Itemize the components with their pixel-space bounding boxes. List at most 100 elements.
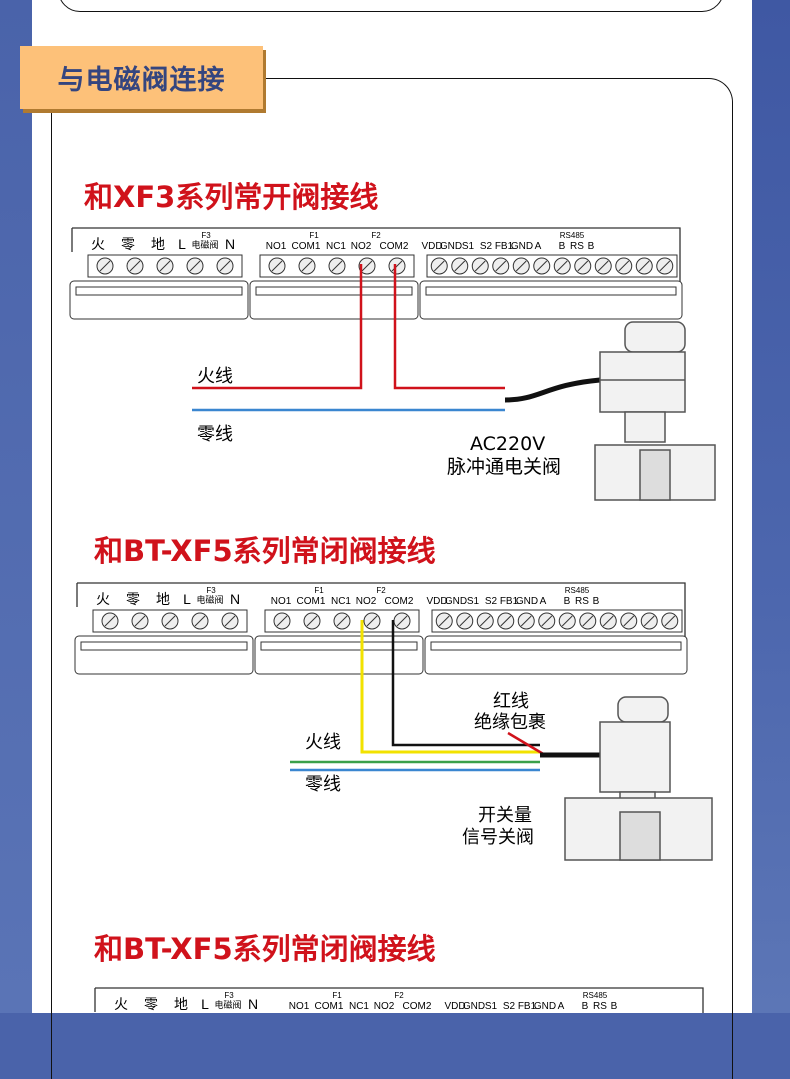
terminal-label: FB1 (495, 241, 514, 252)
group-label-f1: F1 (332, 991, 342, 1000)
valve-cable (504, 377, 601, 403)
screw-slot (433, 260, 445, 272)
terminal-label: VDD (444, 1001, 465, 1012)
screw-slot (194, 615, 206, 627)
pulse-valve-drawing (594, 321, 716, 501)
terminal-label: N (225, 236, 235, 252)
terminal-label: COM1 (292, 241, 321, 252)
group-label-f2: F2 (371, 231, 381, 240)
terminal-label: COM1 (297, 596, 326, 607)
live-wire-yellow (360, 620, 540, 754)
group-label-f2: F2 (376, 586, 386, 595)
terminal-label: B (559, 241, 566, 252)
terminal-label: COM2 (403, 1001, 432, 1012)
diagram2-live-label: 火线 (305, 732, 341, 753)
terminal-block (426, 254, 678, 278)
terminal-label: GND (463, 1001, 485, 1012)
screw-slot (336, 615, 348, 627)
diagram1-live-label: 火线 (197, 366, 233, 387)
terminal-label: NO2 (351, 241, 372, 252)
background-right (752, 0, 790, 1013)
terminal-label: 地 (156, 591, 170, 607)
screw-slot (361, 260, 373, 272)
terminal-label: A (558, 1001, 565, 1012)
red-wire (393, 264, 505, 390)
terminal-label: 火 (91, 236, 105, 252)
screw-slot (561, 615, 573, 627)
screw-slot (219, 260, 231, 272)
terminal-label: S2 (480, 241, 493, 252)
terminal-label: 零 (121, 236, 135, 252)
terminal-label: B (582, 1001, 589, 1012)
terminal-label: FB1 (500, 596, 519, 607)
terminal-label: B (593, 596, 600, 607)
group-label-f3: F3 (206, 586, 216, 595)
terminal-label: 零 (126, 591, 140, 607)
terminal-label: GND (516, 596, 538, 607)
background-left (0, 0, 32, 1013)
screw-slot (459, 615, 471, 627)
terminal-label: NO1 (266, 241, 287, 252)
terminal-label: GND (534, 1001, 556, 1012)
terminal-label: L (178, 236, 186, 252)
terminal-label: B (564, 596, 571, 607)
group-label-f1: F1 (314, 586, 324, 595)
terminal-label: S2 (485, 596, 498, 607)
screw-slot (520, 615, 532, 627)
screw-slot (602, 615, 614, 627)
terminal-label: RS (593, 1001, 607, 1012)
terminal-label: L (183, 591, 191, 607)
terminal-label: NO1 (271, 596, 292, 607)
terminal-label: 电磁阀 (196, 594, 223, 605)
screw-slot (276, 615, 288, 627)
terminal-label: 电磁阀 (214, 999, 241, 1010)
screw-slot (331, 260, 343, 272)
group-label-f2: F2 (394, 991, 404, 1000)
diagram1-note2: 脉冲通电关阀 (447, 456, 561, 478)
screw-slot (159, 260, 171, 272)
terminal-label: COM1 (315, 1001, 344, 1012)
terminal-label: S1 (462, 241, 475, 252)
strip-outline (77, 582, 686, 643)
screw-slot (643, 615, 655, 627)
group-label-rs485: RS485 (565, 586, 590, 595)
screw-slot (577, 260, 589, 272)
screw-slot (623, 615, 635, 627)
screw-slot (164, 615, 176, 627)
terminal-label: FB1 (518, 1001, 537, 1012)
terminal-label: RS (570, 241, 584, 252)
diagram1-neutral-label: 零线 (197, 424, 233, 445)
terminal-label: S1 (485, 1001, 498, 1012)
screw-slot (556, 260, 568, 272)
group-label-f3: F3 (201, 231, 211, 240)
terminal-label: VDD (426, 596, 447, 607)
screw-slot (134, 615, 146, 627)
screw-slot (391, 260, 403, 272)
terminal-label: NC1 (326, 241, 346, 252)
screw-slot (438, 615, 450, 627)
terminal-label: GND (440, 241, 462, 252)
connector-teeth (255, 286, 413, 296)
screw-slot (597, 260, 609, 272)
group-label-f1: F1 (309, 231, 319, 240)
screw-slot (515, 260, 527, 272)
terminal-label: S1 (467, 596, 480, 607)
screw-slot (306, 615, 318, 627)
diagram1-note1: AC220V (470, 433, 545, 455)
screw-slot (189, 260, 201, 272)
terminal-label: A (535, 241, 542, 252)
terminal-label: GND (511, 241, 533, 252)
group-label-rs485: RS485 (560, 231, 585, 240)
diagram1-wires (192, 264, 601, 412)
title-bt-xf5: 和BT-XF5系列常闭阀接线 (94, 534, 436, 568)
terminal-label: N (230, 591, 240, 607)
title-bt-xf5-2: 和BT-XF5系列常闭阀接线 (94, 932, 436, 966)
screw-slot (474, 260, 486, 272)
screw-slot (454, 260, 466, 272)
terminal-label: GND (445, 596, 467, 607)
terminal-label: NC1 (349, 1001, 369, 1012)
diagram2-neutral-label: 零线 (305, 774, 341, 795)
screw-slot (500, 615, 512, 627)
